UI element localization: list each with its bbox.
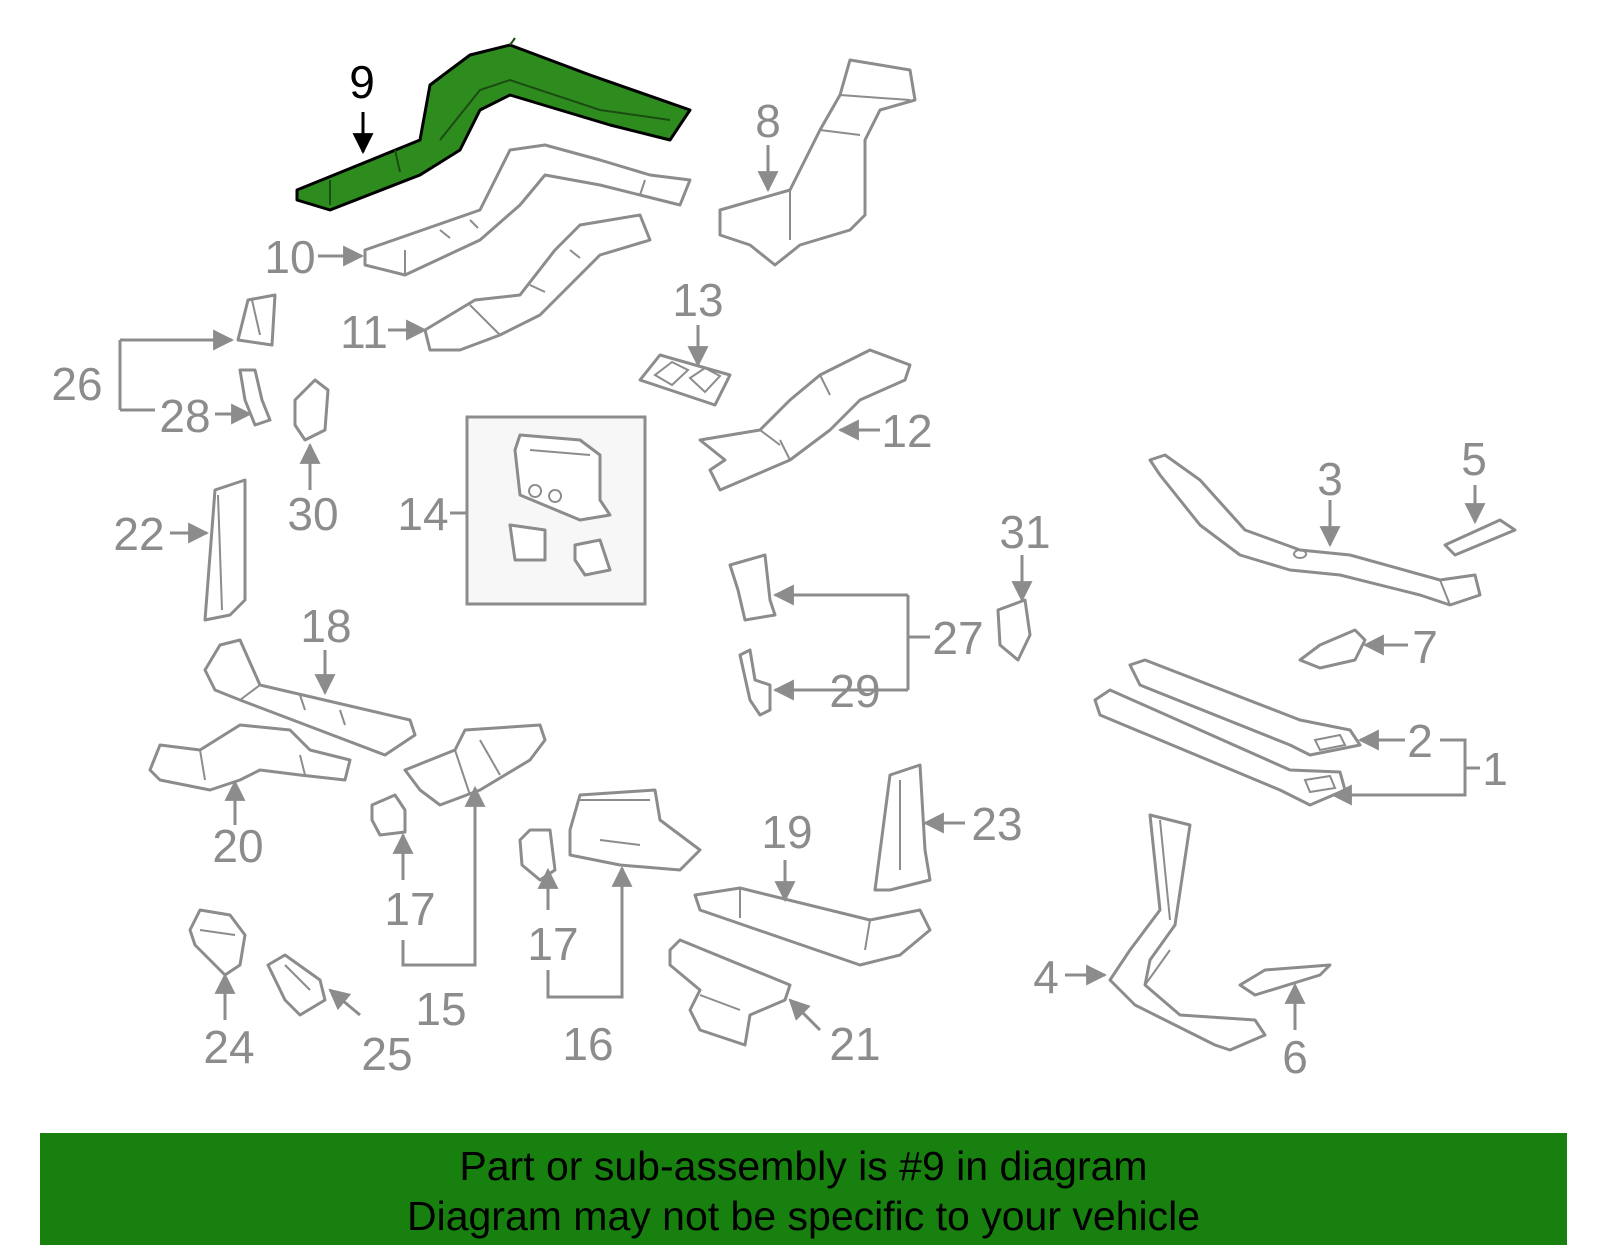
part-7-clip[interactable] xyxy=(1298,628,1367,670)
callout-31[interactable]: 31 xyxy=(999,506,1050,558)
callout-1[interactable]: 1 xyxy=(1482,743,1508,795)
callout-5[interactable]: 5 xyxy=(1461,433,1487,485)
callout-29[interactable]: 29 xyxy=(829,665,880,717)
part-13-bracket[interactable] xyxy=(638,353,732,407)
callout-15[interactable]: 15 xyxy=(415,983,466,1035)
part-4-duct[interactable] xyxy=(1108,813,1267,1052)
part-8-duct[interactable] xyxy=(718,58,917,267)
callout-21[interactable]: 21 xyxy=(829,1018,880,1070)
leader-lines xyxy=(118,112,1486,1032)
part-3-duct[interactable] xyxy=(1148,453,1482,607)
callout-22[interactable]: 22 xyxy=(113,508,164,560)
part-16-housing[interactable] xyxy=(568,788,702,872)
callout-28[interactable]: 28 xyxy=(159,390,210,442)
part-18-duct[interactable] xyxy=(203,638,417,757)
part-14-inset[interactable] xyxy=(465,415,647,606)
part-31-clip[interactable] xyxy=(996,598,1032,662)
callout-13[interactable]: 13 xyxy=(672,274,723,326)
part-10-duct[interactable] xyxy=(363,143,692,277)
part-19-duct[interactable] xyxy=(693,886,932,967)
callout-3[interactable]: 3 xyxy=(1317,453,1343,505)
part-6-strip[interactable] xyxy=(1238,963,1332,997)
part-12-duct[interactable] xyxy=(698,348,912,492)
callout-20[interactable]: 20 xyxy=(212,820,263,872)
callout-17-right[interactable]: 17 xyxy=(527,918,578,970)
info-banner: Part or sub-assembly is #9 in diagram Di… xyxy=(40,1133,1567,1245)
part-27-clip[interactable] xyxy=(728,553,777,622)
callout-30[interactable]: 30 xyxy=(287,488,338,540)
banner-line-disclaimer: Diagram may not be specific to your vehi… xyxy=(406,1193,1200,1239)
callout-12[interactable]: 12 xyxy=(881,405,932,457)
callout-16[interactable]: 16 xyxy=(562,1018,613,1070)
part-17-clip-left[interactable] xyxy=(370,793,407,837)
part-5-strip[interactable] xyxy=(1443,518,1517,557)
part-11-duct[interactable] xyxy=(423,213,652,352)
callout-11[interactable]: 11 xyxy=(340,306,388,358)
part-21-duct[interactable] xyxy=(668,938,792,1047)
callout-9[interactable]: 9 xyxy=(349,56,375,108)
part-26-clip[interactable] xyxy=(236,293,277,347)
part-9-duct[interactable] xyxy=(295,37,692,212)
callout-25[interactable]: 25 xyxy=(361,1028,412,1080)
part-30-clip[interactable] xyxy=(293,378,330,442)
part-20-duct[interactable] xyxy=(148,723,352,792)
callout-7[interactable]: 7 xyxy=(1412,621,1438,673)
callout-6[interactable]: 6 xyxy=(1282,1031,1308,1083)
callout-27[interactable]: 27 xyxy=(932,612,983,664)
callout-24[interactable]: 24 xyxy=(203,1021,254,1073)
callout-14[interactable]: 14 xyxy=(397,488,448,540)
part-23-panel[interactable] xyxy=(873,763,932,892)
callout-26[interactable]: 26 xyxy=(51,358,102,410)
part-17-clip-right[interactable] xyxy=(518,828,557,882)
part-29-clip[interactable] xyxy=(738,648,772,717)
part-24-vent[interactable] xyxy=(188,908,247,977)
part-28-clip[interactable] xyxy=(238,368,272,427)
callout-4[interactable]: 4 xyxy=(1033,951,1059,1003)
part-15-duct[interactable] xyxy=(403,723,547,807)
part-22-panel[interactable] xyxy=(203,478,247,622)
callout-8[interactable]: 8 xyxy=(755,95,781,147)
callout-2[interactable]: 2 xyxy=(1407,715,1433,767)
part-25-vent[interactable] xyxy=(266,953,327,1017)
callout-10[interactable]: 10 xyxy=(264,231,315,283)
callout-19[interactable]: 19 xyxy=(761,806,812,858)
banner-line-part: Part or sub-assembly is #9 in diagram xyxy=(459,1143,1148,1189)
callout-18[interactable]: 18 xyxy=(300,600,351,652)
callout-labels: 9 10 11 8 13 12 14 26 28 30 22 18 20 17 … xyxy=(51,56,1507,1083)
callout-17-left[interactable]: 17 xyxy=(384,883,435,935)
callout-23[interactable]: 23 xyxy=(971,798,1022,850)
